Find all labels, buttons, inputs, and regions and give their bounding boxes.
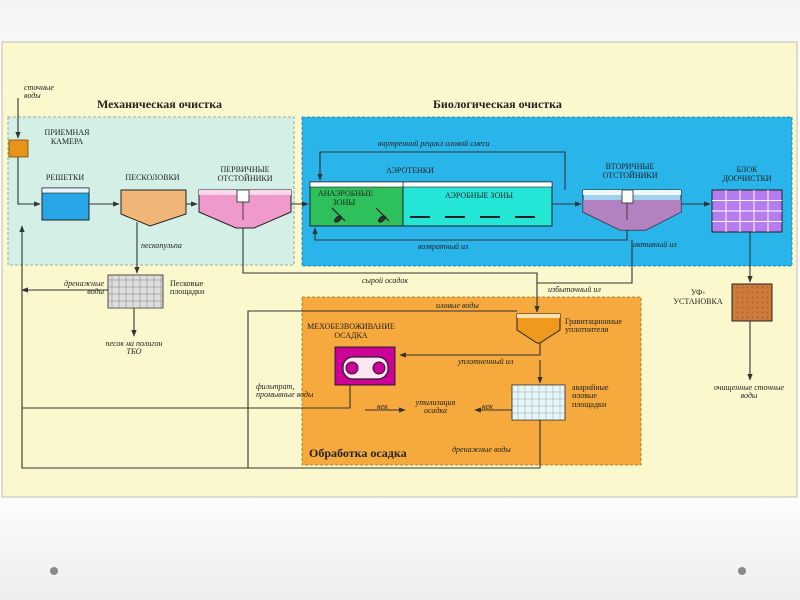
label-drain-water-bottom: дренажные воды — [452, 445, 511, 454]
label-compacted-sludge: уплотненный ил — [458, 357, 514, 366]
section-title-sludge: Обработка осадка — [309, 446, 407, 460]
label-return-sludge: возвратный ил — [418, 242, 469, 251]
secondary-settlers-center — [621, 189, 634, 204]
label-emergency-pads: аварийные иловые площадки — [572, 383, 609, 409]
label-sludge-water: иловые воды — [436, 301, 479, 310]
label-sand-pulp: пескопульпа — [141, 241, 182, 250]
label-drain-water-left: дренажные воды — [64, 279, 104, 297]
mixer-icon — [331, 207, 390, 223]
primary-settlers-center — [236, 189, 250, 203]
screens-tank — [41, 187, 90, 221]
label-excess-sludge: избыточный ил — [548, 285, 601, 294]
label-sand-pads: Песковые площадки — [170, 279, 205, 297]
slide-corner-dot-right — [738, 567, 746, 575]
label-anaerobic: АНАЭРОБНЫЕ ЗОНЫ — [318, 189, 373, 207]
section-title-mechanical: Механическая очистка — [97, 97, 223, 111]
section-title-biological: Биологическая очистка — [433, 97, 562, 111]
post-treatment-block — [711, 189, 783, 233]
label-sand-to-landfill: песок на полигон ТБО — [105, 339, 163, 357]
screens-top — [41, 187, 90, 194]
label-sludge-disposal: утилизация осадка — [415, 398, 456, 416]
label-internal-recycle: внутренний рецикл иловой смеси — [378, 139, 490, 148]
intake-chamber — [8, 139, 29, 158]
label-uv: УФ-УСТАНОВКА — [673, 288, 723, 306]
label-cake-2: кек — [482, 402, 493, 411]
label-cake-1: кек — [377, 402, 388, 411]
label-intake: ПРИЕМНАЯ КАМЕРА — [44, 128, 90, 146]
label-primary: ПЕРВИЧНЫЕ ОТСТОЙНИКИ — [217, 165, 273, 183]
label-wastewater-in: сточные воды — [24, 83, 54, 101]
uv-unit — [731, 283, 773, 322]
label-raw-sludge: сырой осадок — [362, 276, 409, 285]
label-sand-traps: ПЕСКОЛОВКИ — [125, 173, 180, 182]
label-filtrate: фильтрат, промывные воды — [256, 382, 314, 400]
sand-traps-tank — [120, 189, 187, 227]
label-dewatering: МЕХОБЕЗВОЖИВАНИЕ ОСАДКА — [307, 322, 395, 340]
label-aerobic: АЭРОБНЫЕ ЗОНЫ — [445, 191, 513, 200]
label-post-treatment: БЛОК ДООЧИСТКИ — [722, 165, 772, 183]
label-aerotanks: АЭРОТЕНКИ — [386, 166, 434, 175]
label-active-sludge: активный ил — [633, 240, 677, 249]
slide-corner-dot-left — [50, 567, 58, 575]
label-secondary: ВТОРИЧНЫЕ ОТСТОЙНИКИ — [602, 162, 658, 180]
label-screens: РЕШЕТКИ — [45, 173, 85, 182]
label-gravity-thickeners: Гравитационные уплотнители — [565, 317, 622, 335]
label-treated-water: очищенные сточные воды — [713, 383, 785, 401]
